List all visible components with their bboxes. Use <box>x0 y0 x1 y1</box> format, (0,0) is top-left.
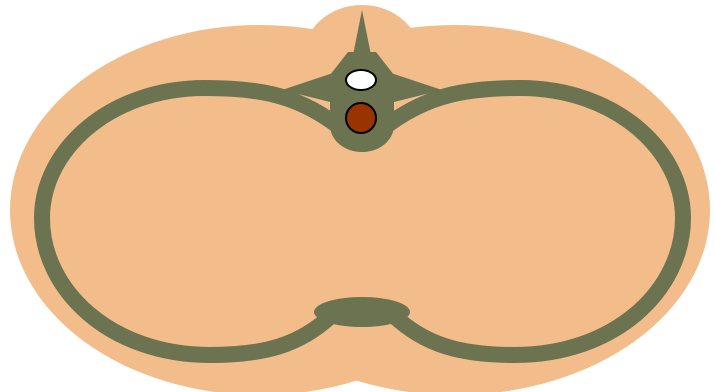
core-body <box>330 52 394 152</box>
lower-bridge <box>314 297 410 327</box>
white-dot <box>346 70 376 90</box>
brown-dot <box>346 103 376 133</box>
